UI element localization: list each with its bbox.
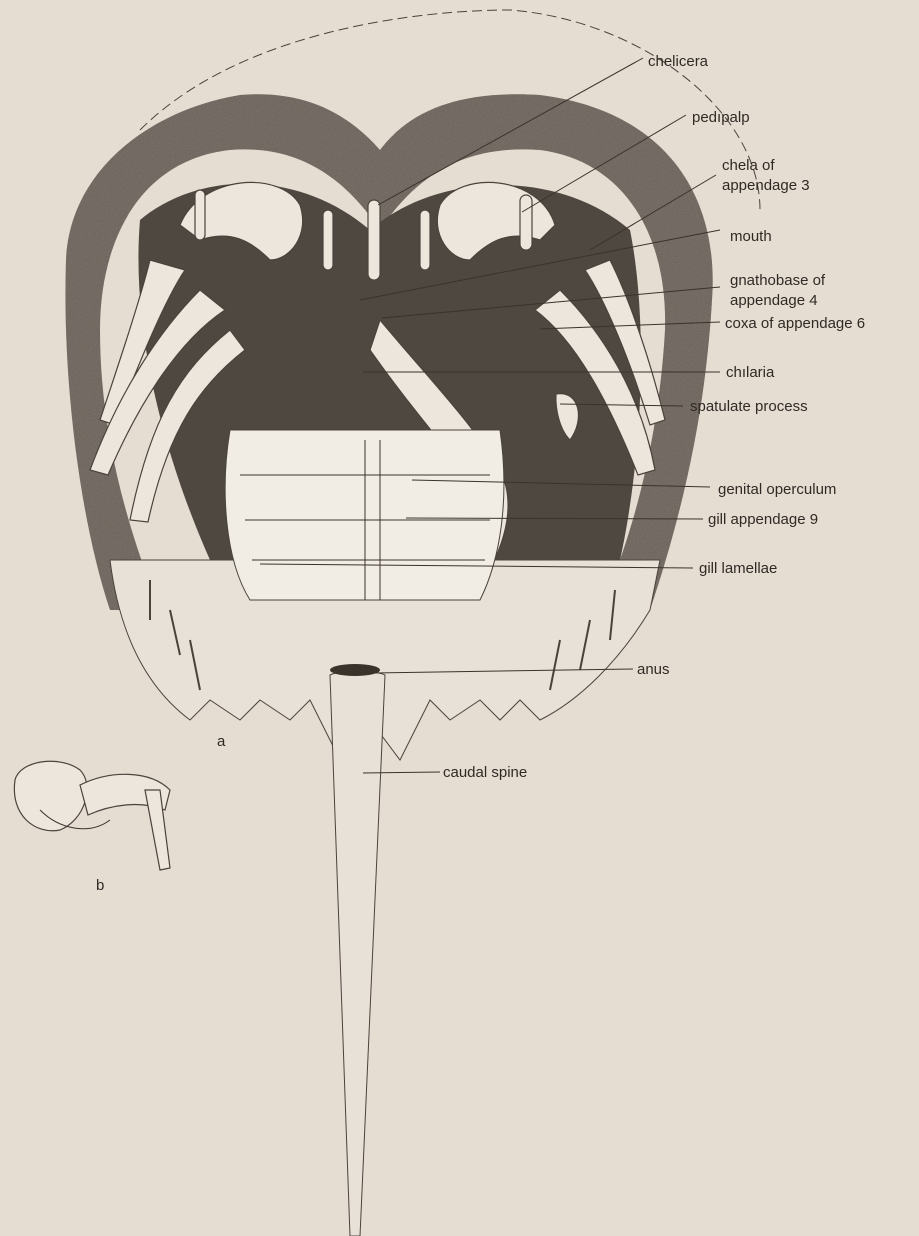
label-anus: anus <box>637 661 670 678</box>
label-chilaria: chılaria <box>726 364 775 381</box>
label-caudal-spine: caudal spine <box>443 764 527 781</box>
label-chela-line2: appendage 3 <box>722 177 810 194</box>
label-gill-appendage: gill appendage 9 <box>708 511 818 528</box>
label-chela-line1: chela of <box>722 157 775 174</box>
label-gnathobase-line2: appendage 4 <box>730 292 818 309</box>
figure-b-appendage <box>14 761 170 870</box>
panel-label-a: a <box>217 733 226 750</box>
label-pedipalp: pedıpalp <box>692 109 750 126</box>
label-mouth: mouth <box>730 228 772 245</box>
label-gnathobase-line1: gnathobase of <box>730 272 826 289</box>
label-chelicera: chelicera <box>648 53 709 70</box>
panel-label-b: b <box>96 877 104 894</box>
caudal-spine <box>330 671 385 1236</box>
label-gill-lamellae: gill lamellae <box>699 560 777 577</box>
anus-mark <box>330 664 380 676</box>
label-genital-operculum: genital operculum <box>718 481 836 498</box>
label-coxa: coxa of appendage 6 <box>725 315 865 332</box>
label-spatulate: spatulate process <box>690 398 808 415</box>
